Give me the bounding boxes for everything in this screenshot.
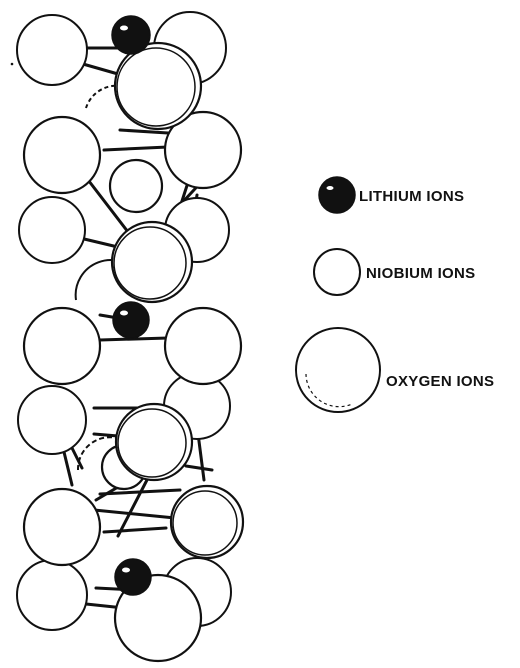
lithium-highlights <box>120 25 130 573</box>
bond <box>102 526 168 534</box>
oxygen-ion-outline <box>117 408 187 478</box>
lithium-ion <box>114 558 152 596</box>
lithium-ion <box>111 15 151 55</box>
oxygen-ion <box>110 220 194 304</box>
bond <box>184 464 214 472</box>
niobium-ion <box>17 385 87 455</box>
legend-item-lithium: LITHIUM IONS <box>318 176 464 214</box>
bond <box>102 145 170 152</box>
bond <box>116 476 150 538</box>
bond <box>98 336 170 342</box>
oxygen-ion-outline <box>116 47 196 127</box>
oxygen-ion <box>22 306 102 386</box>
legend-item-oxygen: OXYGEN IONS <box>295 327 494 413</box>
legend-label-niobium: NIOBIUM IONS <box>366 265 475 282</box>
front-oxygen-doubled <box>110 41 245 663</box>
bond <box>118 128 170 135</box>
speck <box>10 62 14 66</box>
bond <box>98 488 182 496</box>
bond <box>92 508 177 520</box>
niobium-ion <box>18 196 86 264</box>
oxygen-ion <box>22 115 102 195</box>
oxygen-ion <box>16 14 88 86</box>
legend-item-niobium: NIOBIUM IONS <box>313 248 475 296</box>
bond <box>62 450 74 487</box>
oxygen-ion-icon-shading <box>305 373 353 408</box>
legend-label-oxygen: OXYGEN IONS <box>386 373 494 390</box>
oxygen-ion <box>163 306 243 386</box>
lithium-ion-icon <box>318 176 356 214</box>
oxygen-ion <box>114 402 194 482</box>
oxygen-ion <box>169 484 245 560</box>
legend-label-lithium: LITHIUM IONS <box>359 188 464 205</box>
oxygen-ion <box>163 110 243 190</box>
niobium-ion-icon <box>313 248 361 296</box>
oxygen-ion-outline <box>172 490 238 556</box>
niobium-ion <box>16 559 88 631</box>
oxygen-ion <box>113 41 203 131</box>
lithium-ion <box>112 301 150 339</box>
oxygen-ion <box>113 573 203 663</box>
oxygen-ion <box>22 487 102 567</box>
legend: LITHIUM IONS NIOBIUM IONS OXYGEN IONS <box>295 176 494 413</box>
bond <box>92 432 120 438</box>
niobium-ion <box>108 158 164 214</box>
oxygen-ion-icon <box>295 327 381 413</box>
oxygen-ion-outline <box>113 226 187 300</box>
